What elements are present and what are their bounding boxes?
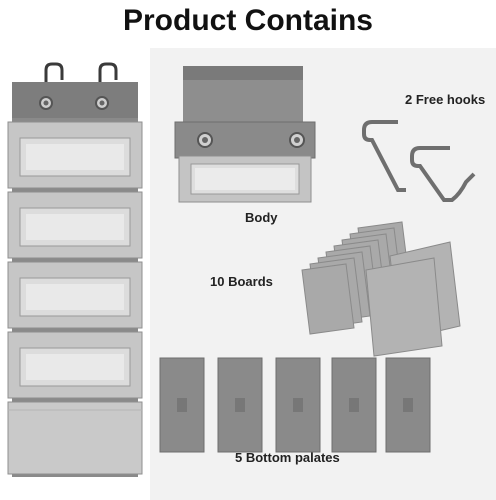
boards-label: 10 Boards — [210, 274, 273, 289]
pocket-4 — [7, 331, 143, 399]
page-title: Product Contains — [122, 4, 373, 37]
boards-image — [301, 221, 461, 357]
board-10 — [365, 257, 443, 357]
hanging-organizer-image — [7, 62, 143, 477]
bottom-palates-image — [159, 357, 431, 453]
pocket-3 — [7, 261, 143, 329]
hook-1 — [362, 120, 406, 192]
body-label: Body — [245, 210, 278, 225]
board-8 — [301, 263, 355, 335]
palate-1 — [159, 357, 205, 453]
hooks-label: 2 Free hooks — [405, 92, 486, 107]
palate-5 — [385, 357, 431, 453]
palate-3 — [275, 357, 321, 453]
organizer-hook-left — [44, 62, 64, 100]
pocket-2 — [7, 191, 143, 259]
organizer-hook-right — [98, 62, 118, 100]
palates-label: 5 Bottom palates — [235, 450, 340, 465]
pocket-5 — [7, 401, 143, 475]
body-image — [174, 66, 316, 203]
palate-4 — [331, 357, 377, 453]
palate-2 — [217, 357, 263, 453]
hooks-image — [362, 120, 476, 202]
pocket-1 — [7, 121, 143, 189]
hook-2 — [410, 146, 476, 202]
